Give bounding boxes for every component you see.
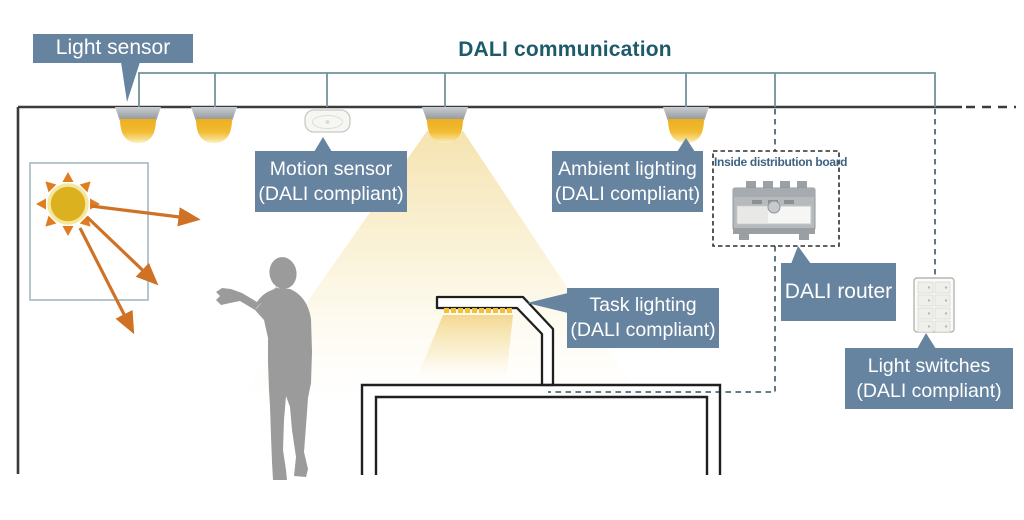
downlight-with-cone: [422, 107, 468, 143]
ambient-lighting-pointer: [677, 138, 695, 152]
task-lighting-label: Task lighting (DALI compliant): [567, 288, 719, 348]
light-switch-panel: [913, 277, 955, 333]
light-sensor-pointer: [121, 62, 140, 102]
ambient-lighting-label-line2: (DALI compliant): [554, 182, 701, 205]
light-sensor-label-text: Light sensor: [55, 36, 171, 60]
dali-router-label-text: DALI router: [784, 279, 893, 303]
dali-router-pointer: [791, 246, 811, 264]
dali-router-label: DALI router: [781, 263, 896, 321]
motion-sensor-label: Motion sensor (DALI compliant): [255, 151, 407, 212]
motion-sensor-label-line2: (DALI compliant): [258, 182, 404, 205]
task-lighting-pointer: [527, 293, 568, 313]
desk: [360, 383, 722, 475]
diagram-title: DALI communication: [458, 38, 672, 61]
downlight-2: [191, 107, 237, 143]
motion-sensor-label-line1: Motion sensor: [269, 157, 393, 180]
task-light-cone: [416, 315, 513, 380]
light-switches-label-line2: (DALI compliant): [856, 379, 1002, 402]
light-switches-label-line1: Light switches: [867, 354, 991, 377]
downlight-ambient: [663, 107, 709, 143]
downlight-light-sensor: [115, 107, 161, 143]
light-switches-label: Light switches (DALI compliant): [845, 348, 1013, 409]
distribution-board-unit: [732, 181, 816, 240]
sunlight-arrows: [78, 204, 201, 335]
light-switches-pointer: [917, 333, 936, 349]
sun-icon: [36, 172, 100, 236]
motion-sensor-device: [304, 109, 351, 133]
dali-bus-drops: [214, 73, 776, 107]
distribution-board-caption: Inside distribution board: [714, 155, 848, 169]
ambient-lighting-label-line1: Ambient lighting: [558, 157, 697, 180]
ambient-lighting-label: Ambient lighting (DALI compliant): [552, 151, 703, 212]
light-sensor-label: Light sensor: [33, 34, 193, 63]
window: [29, 162, 149, 301]
task-lighting-label-line1: Task lighting: [589, 294, 697, 317]
task-lighting-label-line2: (DALI compliant): [570, 319, 716, 341]
motion-sensor-pointer: [314, 137, 332, 152]
task-light-led-strip: [444, 308, 512, 313]
person-silhouette: [216, 257, 312, 480]
dali-bus-line: [138, 72, 936, 107]
